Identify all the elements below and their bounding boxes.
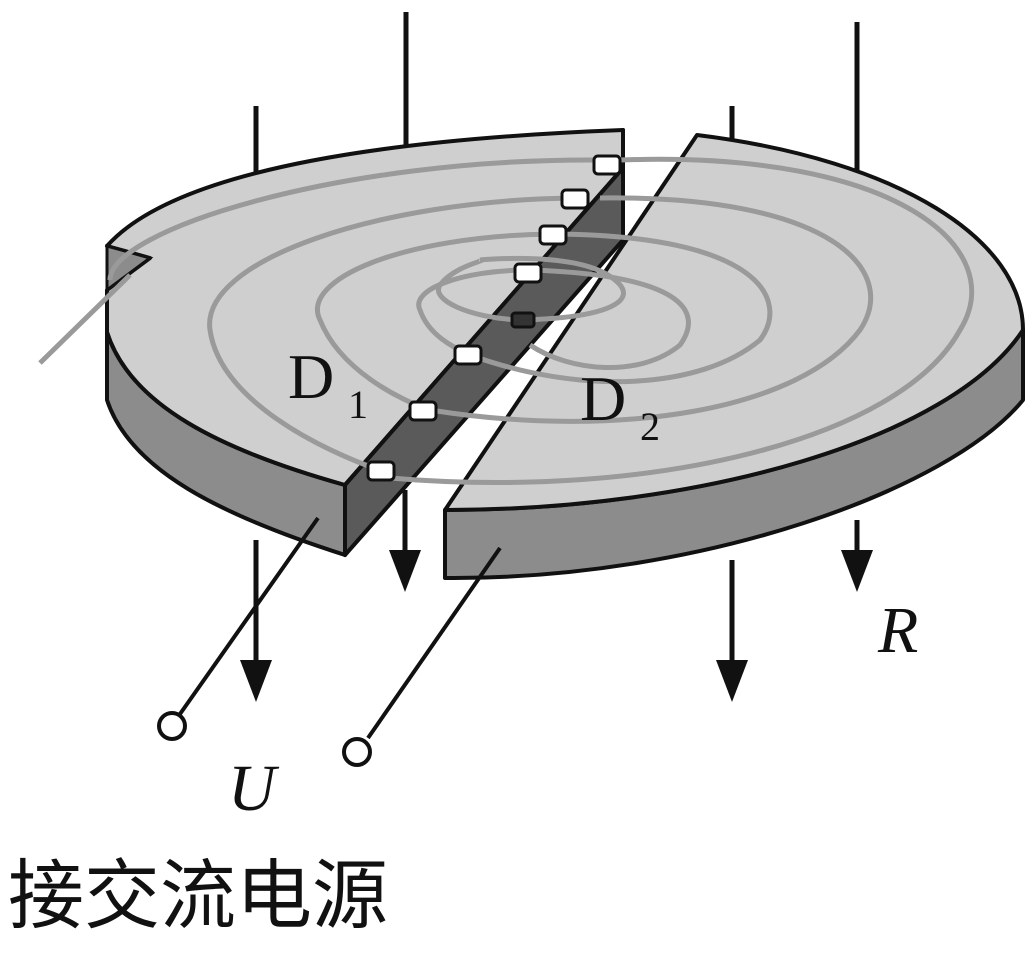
- terminals: [157, 711, 372, 767]
- label-d2-subscript: 2: [640, 404, 660, 449]
- d1-top-face: [105, 128, 625, 487]
- label-d1: D: [288, 341, 334, 412]
- arrow-down-icon: [841, 550, 873, 592]
- arrow-down-icon: [716, 660, 748, 702]
- label-r: R: [877, 594, 918, 667]
- gap-markers: [366, 154, 622, 482]
- d2-top-face: [443, 133, 1025, 512]
- d1-electrode: [105, 128, 625, 557]
- caption-ac-power: 接交流电源: [8, 851, 388, 940]
- terminal-circle-icon: [342, 737, 372, 767]
- label-d2: D: [580, 363, 626, 434]
- d2-electrode: [443, 133, 1025, 581]
- arrow-down-icon: [389, 550, 421, 592]
- label-d1-subscript: 1: [348, 382, 368, 427]
- field-arrowheads: [240, 550, 873, 702]
- label-u: U: [228, 752, 280, 825]
- power-leads: [178, 516, 502, 740]
- terminal-circle-icon: [157, 711, 187, 741]
- particle-spiral-path: [38, 156, 975, 485]
- arrow-down-icon: [240, 660, 272, 702]
